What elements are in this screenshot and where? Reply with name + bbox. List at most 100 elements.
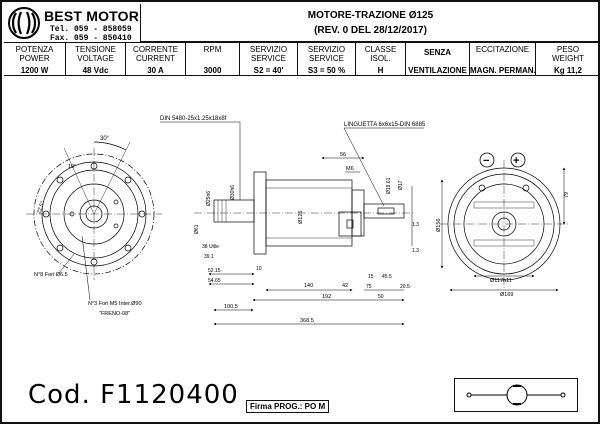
dim-50: 50	[378, 294, 384, 300]
spec-service-s3-label-it: SERVIZIO	[307, 45, 346, 54]
dim-20-5: 20.5	[400, 284, 410, 290]
angle-30-label: 30°	[100, 136, 110, 142]
spec-rpm-label: RPM	[203, 45, 222, 54]
dim-d61: Ø61	[194, 224, 200, 234]
dim-d125: Ø125	[298, 211, 304, 224]
spec-power-value: 1200 W	[20, 66, 49, 75]
dim-d169: Ø169	[500, 292, 513, 298]
spec-table: POTENZA POWER 1200 W TENSIONE VOLTAGE 48…	[4, 42, 600, 76]
rear-view	[440, 160, 568, 292]
terminal-plus-sign: +	[513, 155, 519, 167]
dim-d117: Ø117h11	[490, 278, 512, 284]
logo-block: BEST MOTOR Tel. 059 - 858059 Fax. 059 - …	[4, 4, 140, 44]
dim-42: 42	[342, 283, 348, 289]
motor-symbol-box	[454, 378, 578, 412]
dim-d30: Ø30h6	[230, 185, 236, 200]
brand-name: BEST MOTOR	[44, 8, 140, 24]
product-code: Cod. F1120400	[28, 380, 239, 410]
spec-power-label-en: POWER	[19, 54, 50, 63]
dim-d17: Ø17	[398, 180, 404, 190]
best-motor-logo-icon	[8, 7, 40, 39]
spec-rpm: RPM 3000	[186, 43, 240, 75]
dim-79: 79	[564, 192, 570, 198]
side-dimension-lines	[208, 156, 413, 326]
spec-weight-value: Kg 11,2	[553, 66, 582, 75]
dim-45-5: 45.5	[382, 274, 392, 280]
spec-power: POTENZA POWER 1200 W	[4, 43, 66, 75]
spec-service-s2-label-it: SERVIZIO	[249, 45, 288, 54]
dim-54-65: 54.65	[208, 278, 221, 284]
designer-signature: Firma PROG.: PO M	[246, 400, 330, 413]
angle-10-label: 10°	[68, 164, 76, 170]
spec-current: CORRENTE CURRENT 30 A	[126, 43, 186, 75]
spline-spec-label: DIN 5480-25x1.25x18x8f	[160, 116, 227, 122]
spec-service-s3-value: S3 = 50 %	[307, 66, 346, 75]
terminal-minus: −	[479, 152, 495, 168]
dim-39-1: 39.1	[204, 254, 214, 260]
spec-weight: PESO WEIGHT Kg 11,2	[536, 43, 600, 75]
thread-m6: M6	[346, 166, 354, 172]
dim-75: 75	[366, 284, 372, 290]
dim-140: 140	[304, 283, 313, 289]
spec-insulation-label: CLASSE	[364, 45, 397, 54]
dim-1-3-a: 1.3	[412, 222, 419, 228]
dim-1-3-b: 1.3	[412, 248, 419, 254]
dim-d156: Ø156	[436, 219, 442, 232]
dim-52-15: 52.15	[208, 268, 221, 274]
spec-service-s2-label-en: SERVICE	[251, 54, 286, 63]
key-spec-label: LINGUETTA 6x6x15-DIN 6885	[344, 122, 426, 128]
spec-rpm-value: 3000	[203, 66, 222, 75]
spec-service-s2-value: S2 = 40'	[253, 66, 284, 75]
drawing-canvas: 30° 10° 22.5° N°8 Fori Ø6.5 N°3 Fori M5 …	[26, 116, 570, 326]
side-view	[194, 171, 414, 255]
spec-ventilation-label: SENZA	[423, 48, 452, 57]
terminal-minus-sign: −	[483, 155, 489, 167]
spec-current-value: 30 A	[147, 66, 164, 75]
bolt-holes	[42, 162, 146, 266]
spec-weight-label-en: WEIGHT	[552, 54, 584, 63]
brake-holes-leader	[81, 235, 91, 301]
dim-100-5: 100.5	[224, 304, 238, 310]
terminal-plus: +	[510, 152, 526, 168]
brand-phone: Tel. 059 - 858059	[50, 25, 132, 34]
dim-56: 56	[340, 152, 346, 158]
drawing-title: MOTORE-TRAZIONE Ø125	[307, 10, 434, 21]
brand-fax: Fax. 059 - 850410	[50, 34, 132, 43]
title-block: MOTORE-TRAZIONE Ø125 (REV. 0 DEL 28/12/2…	[140, 4, 600, 42]
spec-voltage: TENSIONE VOLTAGE 48 Vdc	[66, 43, 126, 75]
brake-model-label: "FRENO-08"	[99, 311, 130, 317]
spec-ventilation-value: VENTILAZIONE	[408, 66, 467, 75]
spec-voltage-label-it: TENSIONE	[75, 45, 116, 54]
dim-10: 10	[256, 266, 262, 272]
dim-d25: Ø25h6	[206, 191, 212, 206]
motor-symbol-icon	[466, 384, 566, 406]
dim-192: 192	[322, 294, 331, 300]
spec-insulation-label-2: ISOL.	[370, 54, 391, 63]
spec-voltage-label-en: VOLTAGE	[77, 54, 114, 63]
bolt-holes-leader	[58, 253, 75, 274]
technical-drawing: 30° 10° 22.5° N°8 Fori Ø6.5 N°3 Fori M5 …	[4, 76, 600, 376]
spec-weight-label-it: PESO	[556, 45, 580, 54]
spec-ventilation: SENZA VENTILAZIONE	[406, 43, 470, 75]
spec-excitation-value: MAGN. PERMAN.	[470, 66, 536, 75]
dim-d19: Ø19.61	[386, 177, 392, 194]
spec-voltage-value: 48 Vdc	[82, 66, 109, 75]
dim-15: 15	[368, 274, 374, 280]
brake-holes-label: N°3 Fori M5 Inter.Ø90	[88, 301, 142, 307]
spec-service-s3-label-en: SERVICE	[309, 54, 344, 63]
spec-excitation-label: ECCITAZIONE	[475, 45, 530, 54]
left-flange-view	[26, 141, 162, 280]
bolt-holes-label: N°8 Fori Ø6.5	[34, 272, 68, 278]
drawing-revision: (REV. 0 DEL 28/12/2017)	[314, 25, 427, 36]
spec-excitation: ECCITAZIONE MAGN. PERMAN.	[470, 43, 536, 75]
spec-power-label-it: POTENZA	[15, 45, 54, 54]
dim-38-useful: 38 Utile	[202, 244, 219, 250]
angle-22-label: 22.5°	[36, 201, 46, 215]
spec-current-label-en: CURRENT	[135, 54, 176, 63]
spec-insulation-value: H	[377, 66, 384, 75]
spec-service-s3: SERVIZIO SERVICE S3 = 50 %	[298, 43, 356, 75]
dim-368-5: 368.5	[300, 318, 314, 324]
spec-insulation-class: CLASSE ISOL. H	[356, 43, 406, 75]
spec-current-label-it: CORRENTE	[133, 45, 178, 54]
